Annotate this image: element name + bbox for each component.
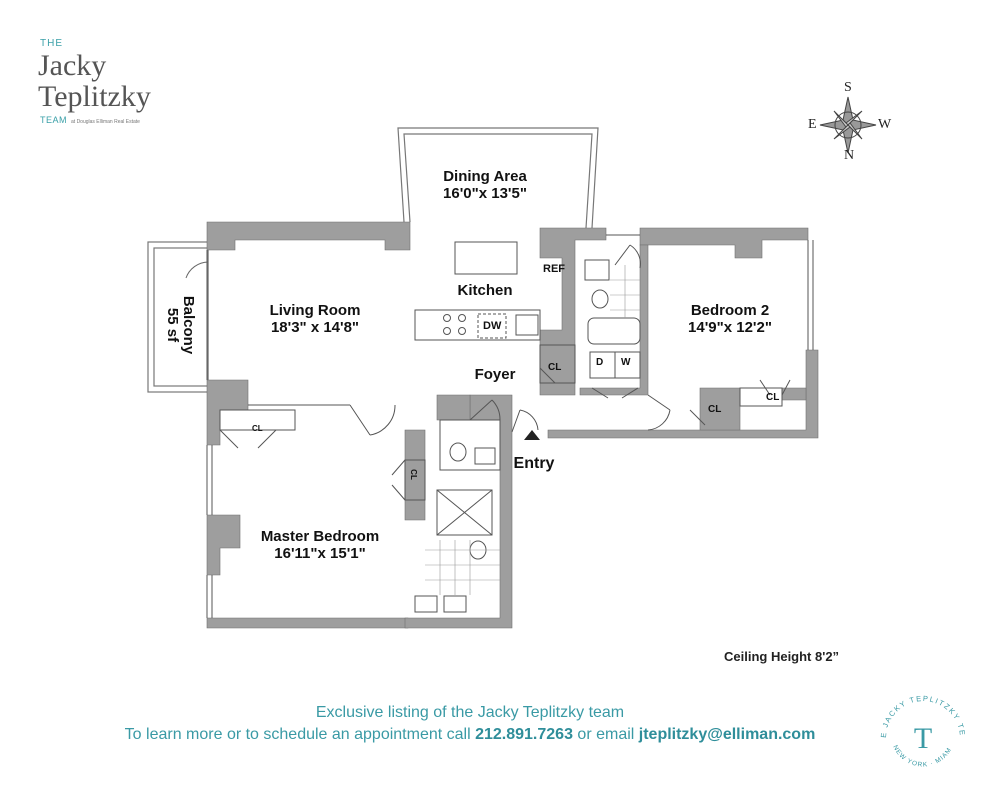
- footer-line2-mid: or email: [572, 726, 639, 743]
- door-swings: [219, 244, 791, 501]
- bedroom2-size: 14'9"x 12'2": [688, 319, 772, 336]
- logo-name: Jacky Teplitzky: [38, 50, 151, 112]
- footer-line1: Exclusive listing of the Jacky Teplitzky…: [315, 704, 625, 721]
- foyer-label: Foyer: [474, 366, 516, 383]
- footer-line2: To learn more or to schedule an appointm…: [0, 726, 940, 744]
- logo-team-sub: at Douglas Elliman Real Estate: [71, 119, 140, 125]
- footer-phone: 212.891.7263: [475, 726, 573, 743]
- seal-bottom-text: NEW YORK · MIAMI: [868, 680, 953, 769]
- dining-window-walls: [397, 127, 599, 229]
- compass-bottom: N: [844, 148, 855, 163]
- floor-plan: [147, 127, 819, 629]
- balcony-name: Balcony: [180, 295, 197, 355]
- compass-top: S: [844, 80, 852, 95]
- master-label: Master Bedroom 16'11"x 15'1": [245, 528, 395, 562]
- logo-the: THE: [40, 38, 63, 49]
- balcony-size: 55 sf: [164, 307, 181, 343]
- closet-foyer-label: CL: [548, 362, 562, 373]
- logo-name-line1: Jacky: [38, 49, 107, 82]
- compass-left: E: [808, 117, 817, 132]
- logo-team-label: TEAM: [40, 115, 68, 125]
- tile-grid: [425, 265, 640, 595]
- master-size: 16'11"x 15'1": [274, 545, 366, 562]
- master-name: Master Bedroom: [260, 528, 380, 545]
- interior-lines: [206, 234, 814, 618]
- dining-name: Dining Area: [443, 168, 527, 185]
- dw-label: DW: [483, 320, 502, 332]
- footer-email: jteplitzky@elliman.com: [638, 726, 816, 743]
- closet-bedroom2-a-label: CL: [708, 404, 722, 415]
- closet-bedroom2-b-label: CL: [766, 392, 780, 403]
- entry-label: Entry: [513, 455, 555, 472]
- compass-rose: S E W N: [800, 80, 900, 170]
- balcony-door: [185, 261, 209, 279]
- team-seal: THE JACKY TEPLITZKY TEAM NEW YORK · MIAM…: [868, 680, 966, 769]
- logo-name-line2: Teplitzky: [38, 80, 151, 113]
- compass-right: W: [878, 117, 892, 132]
- closet-hall-label: CL: [408, 469, 418, 480]
- living-label: Living Room 18'3" x 14'8": [250, 302, 380, 336]
- entry-arrow-icon: [524, 430, 540, 440]
- dining-size: 16'0"x 13'5": [443, 185, 527, 202]
- washer-label: W: [621, 357, 631, 368]
- dining-label: Dining Area 16'0"x 13'5": [420, 168, 550, 202]
- living-name: Living Room: [269, 302, 361, 319]
- seal-monogram: T: [914, 722, 932, 755]
- compass-star-icon: [819, 96, 877, 154]
- ref-label: REF: [543, 263, 565, 275]
- bedroom2-name: Bedroom 2: [690, 302, 770, 319]
- bedroom2-label: Bedroom 2 14'9"x 12'2": [665, 302, 795, 336]
- living-size: 18'3" x 14'8": [270, 319, 360, 336]
- kitchen-label: Kitchen: [457, 282, 513, 299]
- balcony-label: Balcony 55 sf: [164, 285, 197, 365]
- footer-line2-pre: To learn more or to schedule an appointm…: [124, 726, 476, 743]
- walls: [206, 221, 819, 629]
- closet-master-label: CL: [252, 424, 263, 433]
- ceiling-height: Ceiling Height 8'2”: [724, 649, 840, 664]
- balcony-railing: [147, 241, 209, 393]
- dryer-label: D: [596, 357, 604, 368]
